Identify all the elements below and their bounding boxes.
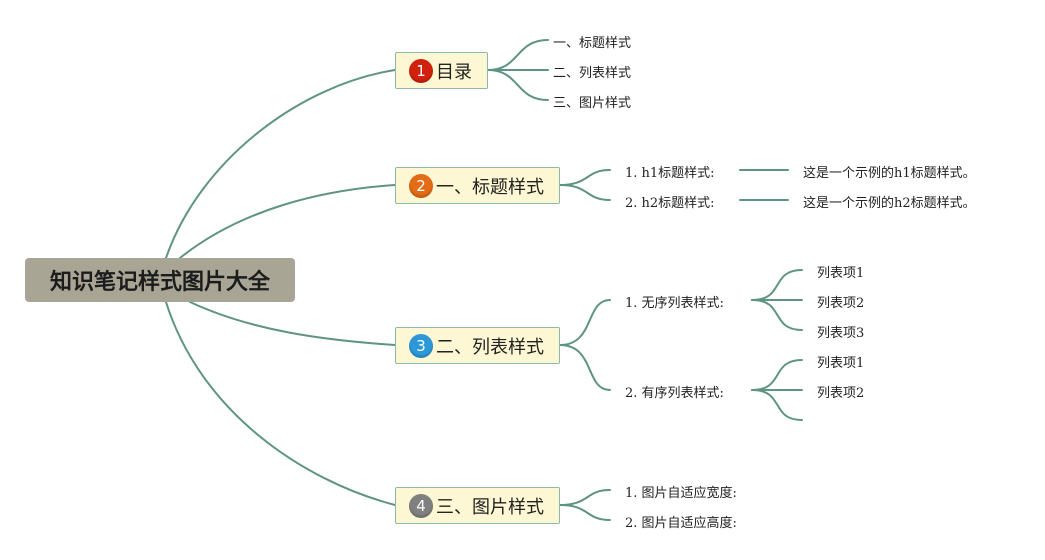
heading-style-h2[interactable]: 2. h2标题样式: (625, 192, 715, 211)
topic-label: 目录 (436, 61, 472, 83)
list-item-label: 列表项2 (817, 385, 865, 401)
connector-root-lists (189, 301, 396, 346)
connector-root-headings (179, 184, 396, 259)
toc-item-label: 三、图片样式 (553, 95, 632, 111)
heading-style-h2-example[interactable]: 这是一个示例的h2标题样式。 (803, 192, 976, 211)
list-item-label: 列表项2 (817, 295, 865, 311)
list-item[interactable]: 列表项3 (817, 322, 865, 341)
topic-image-styles[interactable]: 4 三、图片样式 (395, 487, 560, 524)
heading-style-h1-example[interactable]: 这是一个示例的h1标题样式。 (803, 162, 976, 181)
list-style-ordered[interactable]: 2. 有序列表样式: (625, 382, 724, 401)
subtopic-label: 1. h1标题样式: (625, 165, 715, 181)
connector-heading-h1 (559, 169, 611, 186)
list-item[interactable]: 列表项2 (817, 292, 865, 311)
toc-item-label: 一、标题样式 (553, 35, 632, 51)
toc-item[interactable]: 二、列表样式 (553, 62, 632, 81)
connector-toc-3 (487, 69, 549, 101)
root-topic[interactable]: 知识笔记样式图片大全 (25, 258, 295, 302)
badge-2-icon: 2 (409, 173, 433, 198)
connector-image-width (559, 489, 611, 506)
root-topic-label: 知识笔记样式图片大全 (49, 270, 270, 295)
connector-heading-h2 (559, 184, 611, 201)
connector-ordered-1 (751, 359, 803, 391)
image-style-height[interactable]: 2. 图片自适应高度: (625, 512, 737, 531)
topic-list-styles[interactable]: 3 二、列表样式 (395, 327, 560, 364)
topic-label: 一、标题样式 (436, 176, 544, 198)
list-style-unordered[interactable]: 1. 无序列表样式: (625, 292, 724, 311)
subtopic-detail: 这是一个示例的h1标题样式。 (803, 165, 976, 181)
topic-label: 二、列表样式 (436, 336, 544, 358)
connector-list-ordered (559, 344, 611, 391)
connector-toc-1 (487, 39, 549, 71)
list-item[interactable]: 列表项1 (817, 352, 865, 371)
connector-unordered-3 (751, 299, 803, 331)
list-item[interactable]: 列表项1 (817, 262, 865, 281)
topic-label: 三、图片样式 (436, 496, 544, 518)
subtopic-label: 1. 无序列表样式: (625, 295, 724, 311)
topic-heading-styles[interactable]: 2 一、标题样式 (395, 167, 560, 204)
toc-item[interactable]: 一、标题样式 (553, 32, 632, 51)
connector-ordered-3 (751, 389, 803, 421)
subtopic-label: 2. 有序列表样式: (625, 385, 724, 401)
subtopic-detail: 这是一个示例的h2标题样式。 (803, 195, 976, 211)
badge-3-icon: 3 (409, 333, 433, 358)
connector-list-unordered (559, 299, 611, 346)
list-item[interactable]: 列表项2 (817, 382, 865, 401)
badge-1-icon: 1 (409, 58, 433, 83)
toc-item[interactable]: 三、图片样式 (553, 92, 632, 111)
subtopic-label: 2. 图片自适应高度: (625, 515, 737, 531)
image-style-width[interactable]: 1. 图片自适应宽度: (625, 482, 737, 501)
subtopic-label: 1. 图片自适应宽度: (625, 485, 737, 501)
list-item-label: 列表项1 (817, 265, 865, 281)
subtopic-label: 2. h2标题样式: (625, 195, 715, 211)
connector-root-images (165, 301, 396, 506)
connector-root-toc (165, 69, 396, 259)
badge-4-icon: 4 (409, 493, 433, 518)
connector-unordered-1 (751, 269, 803, 301)
heading-style-h1[interactable]: 1. h1标题样式: (625, 162, 715, 181)
topic-table-of-contents[interactable]: 1 目录 (395, 52, 488, 89)
toc-item-label: 二、列表样式 (553, 65, 632, 81)
connector-image-height (559, 504, 611, 521)
list-item-label: 列表项1 (817, 355, 865, 371)
list-item-label: 列表项3 (817, 325, 865, 341)
